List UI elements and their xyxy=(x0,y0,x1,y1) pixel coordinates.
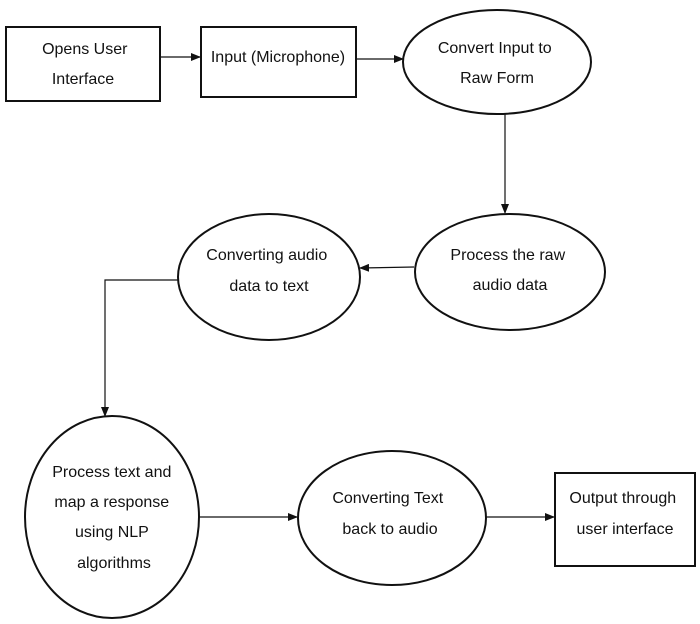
svg-text:Opens User Interface: Opens User Interface xyxy=(42,41,132,88)
arrow-audio-to-text-to-nlp xyxy=(101,279,179,417)
node-output-user-interface: Output through user interface xyxy=(554,472,696,567)
node-input-microphone: Input (Microphone) xyxy=(200,26,357,98)
edges xyxy=(101,53,555,521)
node-label-line: user interface xyxy=(577,521,674,538)
svg-text:Converting Text back to: Converting Text back to audio xyxy=(332,490,447,538)
node-label-line: Converting Text xyxy=(332,490,443,507)
svg-text:Process text and map a r: Process text and map a response using NL… xyxy=(52,464,176,572)
node-label-line: algorithms xyxy=(77,555,151,572)
node-label-line: Input (Microphone) xyxy=(211,49,345,66)
svg-text:Process the raw audio da: Process the raw audio data xyxy=(450,247,569,294)
node-converting-text-to-audio: Converting Text back to audio xyxy=(297,450,487,586)
node-converting-audio-to-text: Converting audio data to text xyxy=(177,213,361,341)
node-opens-user-interface: Opens User Interface xyxy=(5,26,161,102)
node-convert-input-to-raw-form: Convert Input to Raw Form xyxy=(402,9,592,115)
node-label-line: map a response xyxy=(54,494,169,511)
node-label-line: Converting audio xyxy=(206,247,327,264)
node-label-line: using NLP xyxy=(75,524,149,541)
svg-text:Converting audio data to: Converting audio data to text xyxy=(206,247,331,295)
svg-text:Input (Microphone): Input (Microphone) xyxy=(211,49,345,66)
node-label-line: Process the raw xyxy=(450,247,565,264)
node-process-raw-audio: Process the raw audio data xyxy=(414,213,606,331)
node-process-text-nlp: Process text and map a response using NL… xyxy=(24,415,200,619)
svg-text:Convert Input to Raw For: Convert Input to Raw Form xyxy=(438,40,556,87)
node-label-line: Opens User xyxy=(42,41,128,58)
node-label-line: Raw Form xyxy=(460,70,534,87)
node-label-line: data to text xyxy=(229,278,309,295)
node-label-line: Interface xyxy=(52,71,114,88)
node-label-line: audio data xyxy=(473,277,548,294)
node-label-line: Convert Input to xyxy=(438,40,552,57)
svg-text:Output through user inte: Output through user interface xyxy=(569,490,680,538)
arrow-process-raw-to-audio-to-text xyxy=(359,263,415,272)
node-label-line: Output through xyxy=(569,490,676,507)
node-label-line: Process text and xyxy=(52,464,171,481)
node-label-line: back to audio xyxy=(342,521,437,538)
